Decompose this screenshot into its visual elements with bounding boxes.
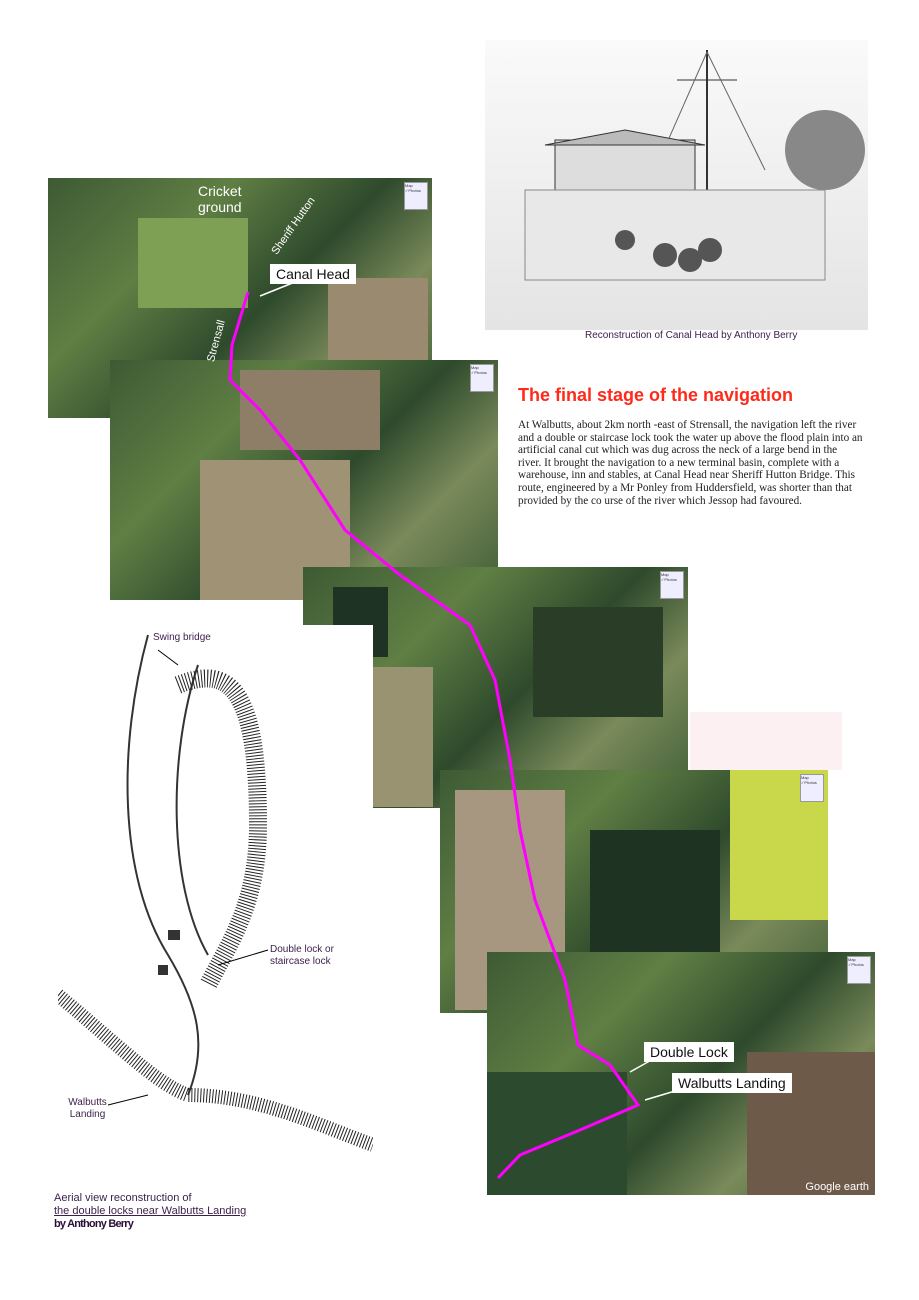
map-type-control[interactable]: Map ✓Photos bbox=[660, 571, 684, 599]
canal-head-sketch bbox=[485, 40, 868, 330]
sketch-drawing bbox=[524, 50, 865, 281]
map-label-walbutts-landing: Walbutts Landing bbox=[672, 1073, 792, 1093]
map-attribution: Google earth bbox=[805, 1181, 869, 1193]
drawing-caption-line1: Aerial view reconstruction of bbox=[54, 1192, 192, 1204]
article-body: At Walbutts, about 2km north -east of St… bbox=[518, 419, 863, 507]
blank-patch bbox=[690, 712, 842, 770]
double-lock-drawing bbox=[53, 625, 376, 1180]
map-type-control[interactable]: Map ✓Photos bbox=[800, 774, 824, 802]
map-label-canal-head: Canal Head bbox=[270, 264, 356, 284]
map-type-control[interactable]: Map ✓Photos bbox=[404, 182, 428, 210]
sketch-caption: Reconstruction of Canal Head by Anthony … bbox=[585, 330, 798, 341]
drawing-label-walbutts: Walbutts Landing bbox=[68, 1097, 107, 1120]
map-label-cricket: Cricket ground bbox=[198, 183, 242, 215]
drawing-caption-line2: the double locks near Walbutts Landing bbox=[54, 1205, 247, 1217]
drawing-caption-line3: by Anthony Berry bbox=[54, 1218, 134, 1230]
route-line bbox=[228, 291, 641, 1180]
drawing-label-swing-bridge: Swing bridge bbox=[153, 632, 211, 643]
map-type-control[interactable]: Map ✓Photos bbox=[470, 364, 494, 392]
lock-line-drawing bbox=[53, 634, 376, 1152]
map-label-double-lock: Double Lock bbox=[644, 1042, 734, 1062]
drawing-label-double-lock: Double lock or staircase lock bbox=[270, 944, 334, 967]
article-title: The final stage of the navigation bbox=[518, 385, 794, 405]
map-type-control[interactable]: Map ✓Photos bbox=[847, 956, 871, 984]
